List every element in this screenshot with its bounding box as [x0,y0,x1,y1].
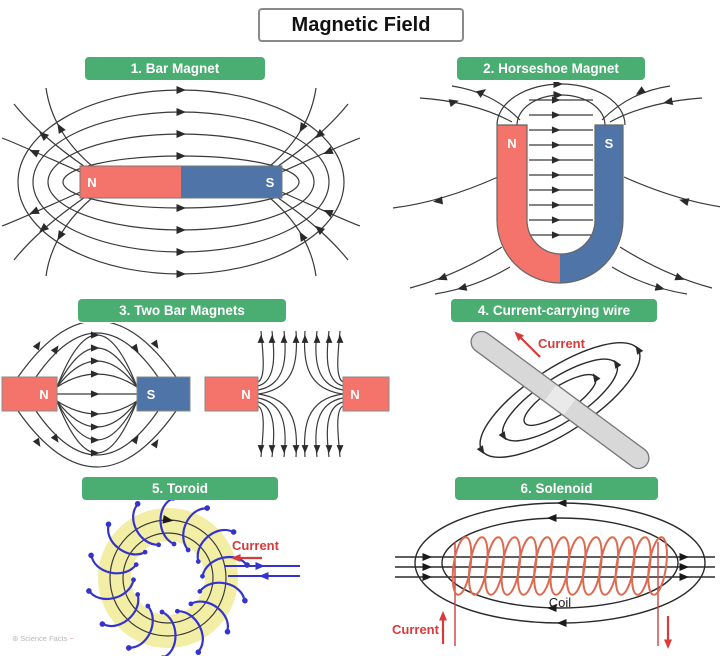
solenoid-diagram: Current Coil [392,500,715,649]
panel-header-solenoid: 6. Solenoid [455,477,658,500]
field-lines [392,82,720,295]
horseshoe-magnet-diagram: N S [392,82,720,295]
watermark-text: Science Facts [20,634,68,643]
lead-wires [224,562,300,580]
bar-magnet-outline [79,165,283,199]
pole-label: N [350,387,359,402]
panel-header-bar-magnet: 1. Bar Magnet [85,57,265,80]
current-carrying-wire-diagram: Current [470,328,650,470]
pole-label-south: S [605,136,614,151]
attraction-field-lines [17,323,177,468]
panel-header-current-carrying-wire: 4. Current-carrying wire [451,299,657,322]
wire-rod [470,330,650,470]
pole-label: S [147,387,156,402]
magnet-pair1-south [136,376,191,412]
toroid-diagram: Current [84,500,300,656]
magnet-pair2-north-left [204,376,259,412]
watermark: ⊛ Science Facts ~ [12,634,74,643]
core-field-lines [109,514,227,637]
panel-header-toroid: 5. Toroid [82,477,278,500]
bar-magnet-north-half [80,166,181,198]
field-lines [395,500,715,627]
pole-label: N [241,387,250,402]
solenoid-coil [448,535,672,597]
pole-label-north: N [507,136,516,151]
current-direction-arrow [517,334,541,358]
current-label: Current [232,538,280,553]
field-arrows [257,334,344,454]
pole-label-south: S [266,175,275,190]
pole-label-north: N [87,175,96,190]
horseshoe-magnet [496,124,624,284]
current-label: Current [392,622,440,637]
field-lines [1,86,360,278]
watermark-logo-icon: ⊛ [12,634,19,643]
current-label: Current [538,336,586,351]
coil-label: Coil [549,595,572,610]
magnet-pair2-north-right [342,376,390,412]
current-arrows [439,611,672,649]
pole-label: N [39,387,48,402]
page-title: Magnetic Field [258,8,464,42]
repulsion-field-lines [257,330,344,458]
two-bar-magnets-diagram: N S N N [1,323,390,468]
magnet-pair1-north [1,376,58,412]
watermark-flourish: ~ [69,634,74,643]
toroid-core [98,508,238,648]
bar-magnet-diagram: N S [1,86,360,278]
panel-header-two-bar-magnets: 3. Two Bar Magnets [78,299,286,322]
bar-magnet-south-half [181,166,282,198]
panel-header-horseshoe-magnet: 2. Horseshoe Magnet [457,57,645,80]
